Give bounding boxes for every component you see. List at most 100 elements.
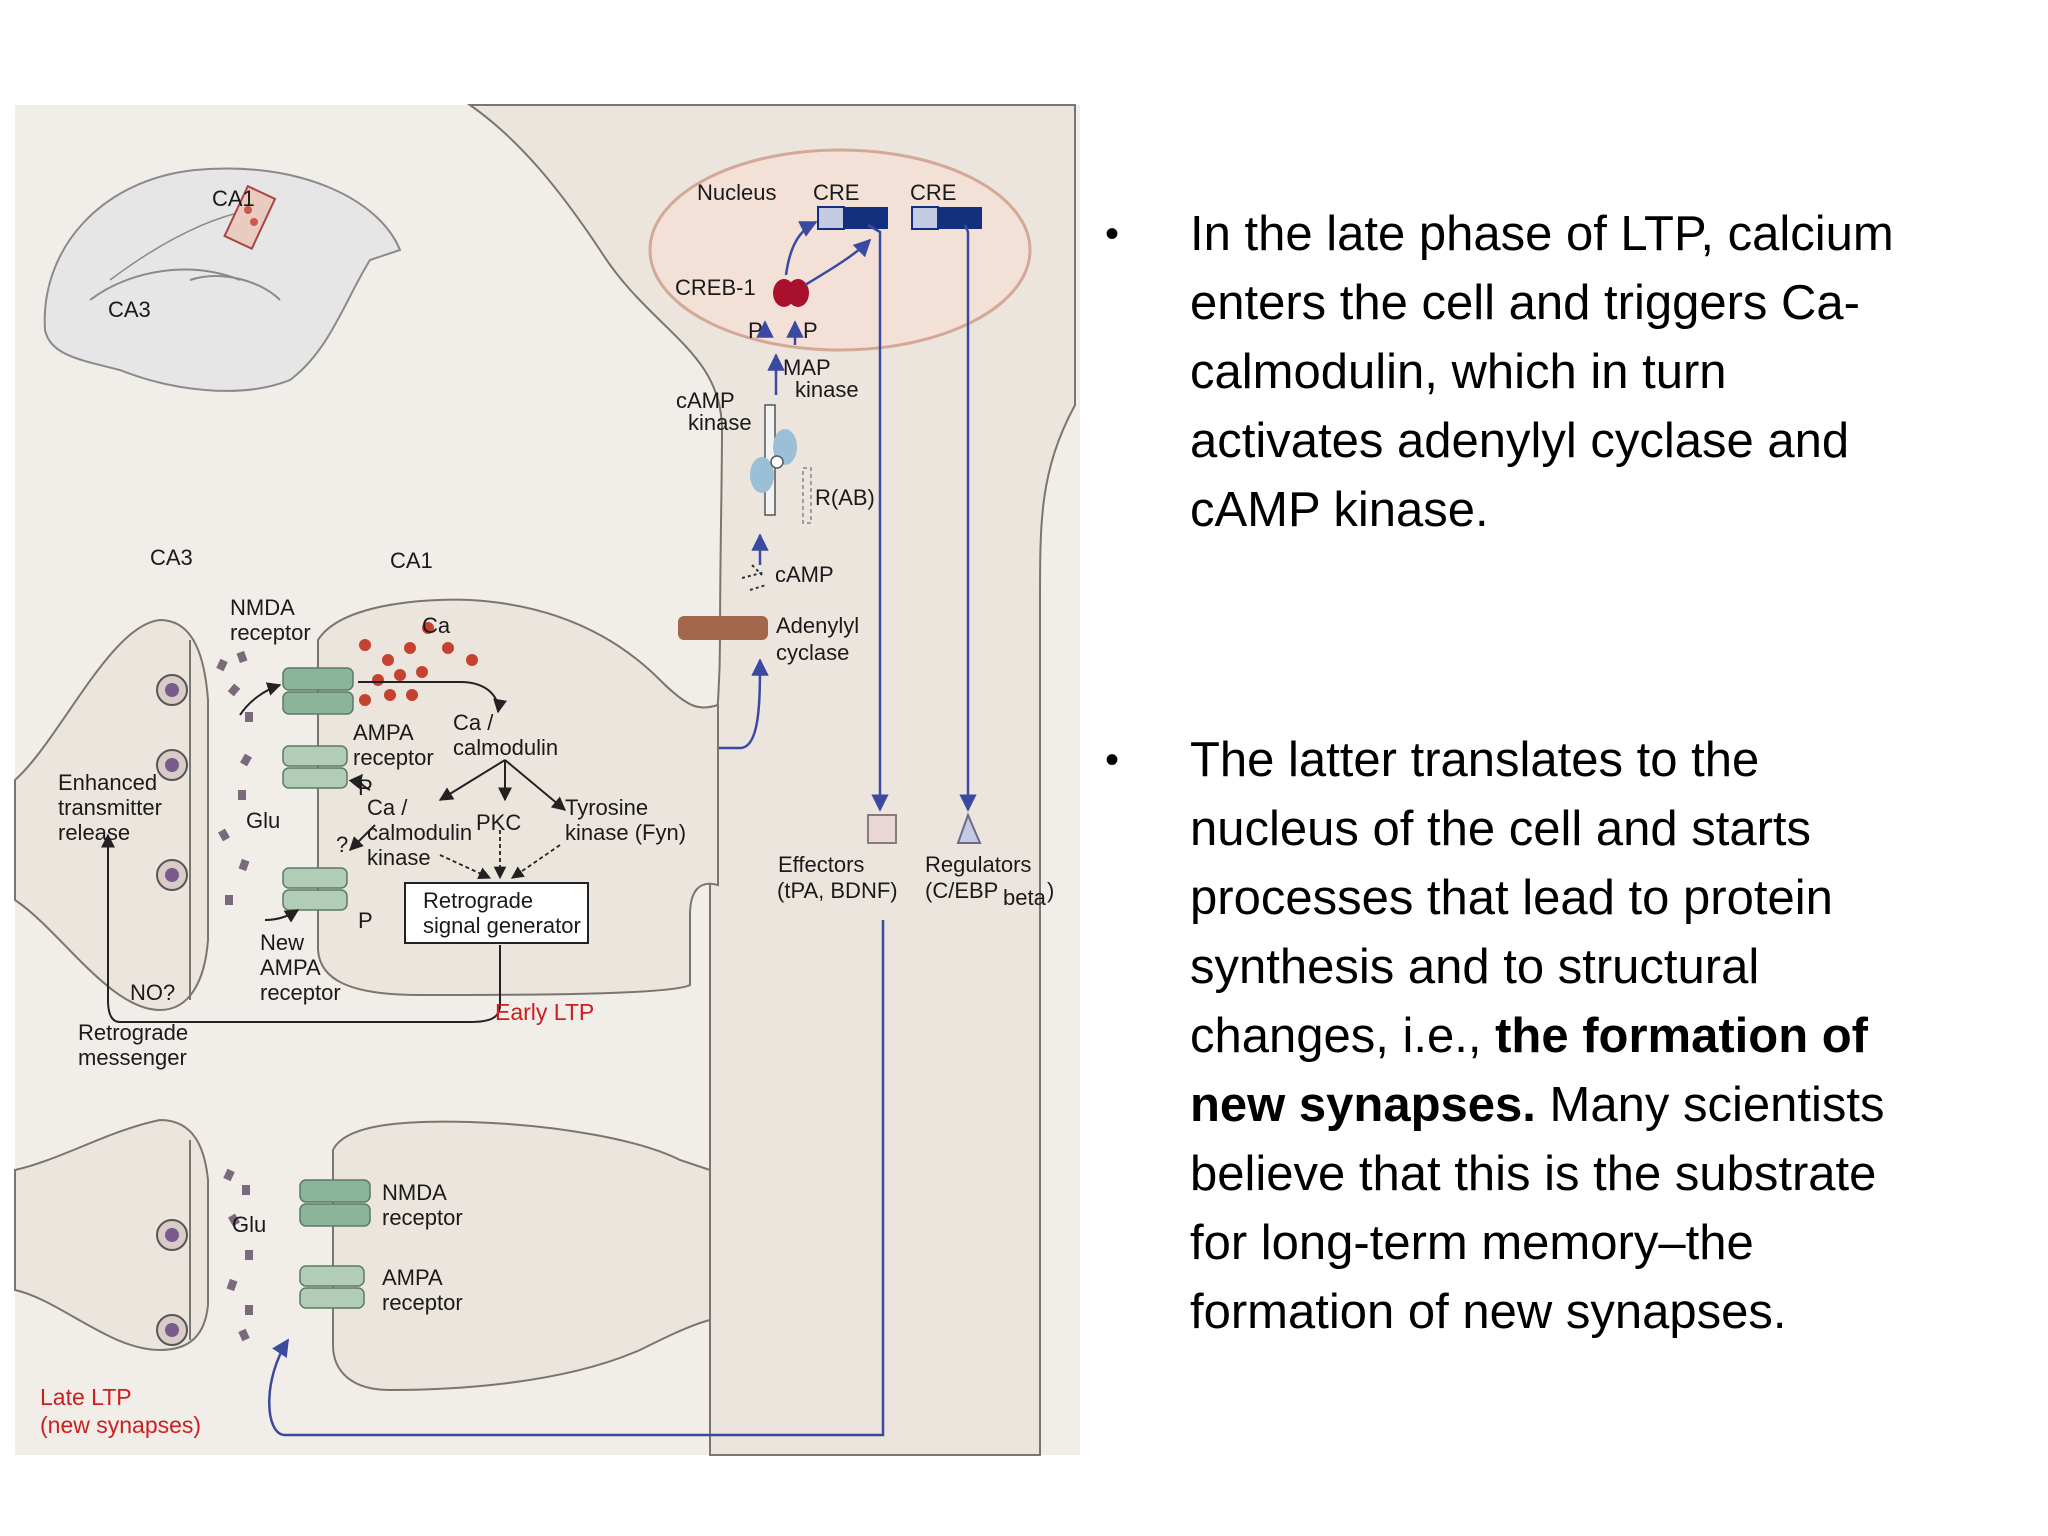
ca-cmk-label-2: calmodulin [367, 820, 472, 845]
brain-ca1-label: CA1 [212, 186, 255, 211]
bullet-text-2: The latter translates to the nucleus of … [1190, 726, 2048, 1347]
brain-ca3-label: CA3 [108, 297, 151, 322]
retrograde-signal-generator-box [404, 882, 589, 944]
camp-label: cAMP [775, 562, 834, 587]
glutamate-upper [216, 650, 253, 905]
effectors-label-1: Effectors [778, 852, 864, 877]
bullet-1-line-5: cAMP kinase. [1190, 483, 1489, 537]
retrograde-messenger-label-2: messenger [78, 1045, 187, 1070]
camp-kinase-label-2: kinase [688, 410, 752, 435]
ca-calmodulin-label-2: calmodulin [453, 735, 558, 760]
tyrosine-kinase-label-1: Tyrosine [565, 795, 648, 820]
cre-label-1: CRE [813, 180, 859, 205]
bullet-2-line-1: The latter translates to the [1190, 733, 1760, 787]
nmda-receptor-upper [282, 667, 354, 715]
glutamate-lower [223, 1168, 253, 1342]
bullet-2-line-7: believe that this is the substrate [1190, 1147, 1877, 1201]
regulatory-subunit-icon [802, 467, 812, 524]
new-ampa-label-3: receptor [260, 980, 341, 1005]
regulators-subscript: beta [1003, 885, 1047, 910]
synaptic-vesicles-upper [156, 674, 188, 891]
bullet-2-line-3: processes that lead to protein [1190, 871, 1833, 925]
bullet-2-line-4: synthesis and to structural [1190, 940, 1760, 994]
regulator-pathway [959, 224, 977, 812]
nmda-lower-label-1: NMDA [382, 1180, 447, 1205]
regulators-close-paren: ) [1047, 878, 1054, 903]
bullet-2-line-5-bold: the formation of [1495, 1009, 1868, 1063]
effectors-label-2: (tPA, BDNF) [777, 878, 898, 903]
bullet-1-line-1: In the late phase of LTP, calcium [1190, 207, 1894, 261]
bullet-2-line-5-plain: changes, i.e., [1190, 1009, 1496, 1063]
ca-cmk-label-3: kinase [367, 845, 431, 870]
bullet-2-line-2: nucleus of the cell and starts [1190, 802, 1812, 856]
creb1-label: CREB-1 [675, 275, 756, 300]
early-ltp-label: Early LTP [495, 999, 594, 1025]
new-ampa-receptor [282, 867, 348, 911]
cre-2-light [911, 206, 939, 230]
effector-pathway [867, 223, 889, 812]
new-ampa-label-1: New [260, 930, 304, 955]
regulators-label-2: (C/EBP [925, 878, 998, 903]
retrograde-messenger-label-1: Retrograde [78, 1020, 188, 1045]
brain-inset: CA1 CA3 [43, 167, 402, 392]
enhanced-release-label-2: transmitter [58, 795, 162, 820]
cre-1-dark [844, 207, 888, 229]
bullet-2-line-6-plain: Many scientists [1535, 1078, 1885, 1132]
adenylyl-label-1: Adenylyl [776, 613, 859, 638]
nmda-lower-label-2: receptor [382, 1205, 463, 1230]
ampa-p-label: P [358, 775, 373, 800]
nucleus: Nucleus CRE CRE CREB-1 P P [648, 148, 1032, 352]
ca-cmk-label-1: Ca / [367, 795, 408, 820]
regulators-icon [956, 812, 982, 844]
pkc-label: PKC [476, 810, 521, 835]
ca3-label: CA3 [150, 545, 193, 570]
bullet-1-line-3: calmodulin, which in turn [1190, 345, 1727, 399]
bullet-1-line-2: enters the cell and triggers Ca- [1190, 276, 1860, 330]
new-ampa-p-label: P [358, 908, 373, 933]
dendrite-shaft [466, 104, 1076, 1456]
camp-kinase-label-1: cAMP [676, 388, 735, 413]
bullet-text-1: In the late phase of LTP, calcium enters… [1190, 200, 2048, 545]
regulators-label-1: Regulators [925, 852, 1031, 877]
ca1-label: CA1 [390, 548, 433, 573]
rab-label: R(AB) [815, 485, 875, 510]
ca1-spine-lower [332, 1120, 711, 1392]
cre-1-light [817, 206, 845, 230]
no-label: NO? [130, 980, 175, 1005]
nmda-receptor-lower [299, 1179, 371, 1227]
ltp-diagram: CA1 CA3 Nucleus CRE CRE CREB-1 P P MAP k… [14, 104, 1080, 1456]
ampa-receptor-lower [299, 1265, 365, 1309]
creb-p-1: P [748, 318, 763, 343]
bullet-marker-1: • [1105, 212, 1120, 256]
calmodulin-pathway [560, 658, 769, 750]
ampa-lower-label-2: receptor [382, 1290, 463, 1315]
synaptic-vesicles-lower [156, 1219, 188, 1346]
ampa-receptor-upper [282, 745, 348, 789]
glu-label-lower: Glu [232, 1212, 266, 1237]
enhanced-release-label-1: Enhanced [58, 770, 157, 795]
nucleus-label: Nucleus [697, 180, 776, 205]
bullet-2-line-8: for long-term memory–the [1190, 1216, 1754, 1270]
enhanced-release-label-3: release [58, 820, 130, 845]
retrograde-late-pathway [268, 920, 885, 1437]
map-kinase-label-2: kinase [795, 377, 859, 402]
retrograde-generator-label-2: signal generator [423, 913, 581, 938]
ca-label: Ca [422, 613, 451, 638]
late-ltp-label-1: Late LTP [40, 1384, 132, 1410]
effectors-icon [867, 814, 897, 844]
ca3-terminal-lower [14, 1118, 209, 1352]
ampa-label-2: receptor [353, 745, 434, 770]
bullet-2-line-9: formation of new synapses. [1190, 1285, 1787, 1339]
bullet-2-line-6: new synapses. Many scientists [1190, 1071, 2048, 1140]
retrograde-generator-label-1: Retrograde [423, 888, 533, 913]
ampa-lower-label-1: AMPA [382, 1265, 443, 1290]
nmda-label-1: NMDA [230, 595, 295, 620]
bullet-2-line-6-bold: new synapses. [1190, 1078, 1536, 1132]
camp-kinase-subunit-icon-2 [750, 457, 774, 493]
adenylyl-label-2: cyclase [776, 640, 849, 665]
ca-calmodulin-label-1: Ca / [453, 710, 494, 735]
cre-2-dark [938, 207, 982, 229]
ampa-label-1: AMPA [353, 720, 414, 745]
tyrosine-kinase-label-2: kinase (Fyn) [565, 820, 686, 845]
kinase-cascade: MAP kinase cAMP kinase R(AB) cAMP Adenyl… [676, 320, 875, 665]
